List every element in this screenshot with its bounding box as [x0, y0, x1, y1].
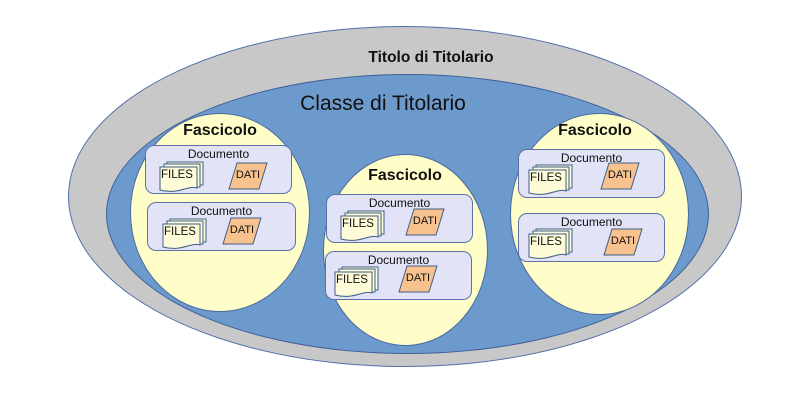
fascicolo-label: Fascicolo — [368, 167, 442, 184]
documento-box: Documento FILES DATI — [145, 145, 292, 194]
files-stack-icon: FILES — [159, 161, 204, 192]
dati-parallelogram-icon: DATI — [228, 162, 268, 190]
dati-label: DATI — [412, 215, 438, 227]
files-label: FILES — [530, 172, 562, 184]
documento-box: Documento FILES DATI — [518, 213, 665, 262]
files-stack-icon: FILES — [528, 164, 573, 195]
files-stack-icon: FILES — [528, 228, 573, 259]
files-label: FILES — [164, 226, 196, 238]
documento-box: Documento FILES DATI — [326, 194, 473, 243]
files-label: FILES — [342, 218, 374, 230]
documento-label: Documento — [368, 196, 431, 210]
dati-label: DATI — [235, 169, 261, 181]
dati-label: DATI — [607, 169, 633, 181]
files-stack-icon: FILES — [334, 266, 379, 297]
documento-box: Documento FILES DATI — [325, 251, 472, 300]
files-label: FILES — [336, 274, 368, 286]
dati-parallelogram-icon: DATI — [398, 265, 438, 293]
documento-label: Documento — [190, 204, 253, 218]
dati-parallelogram-icon: DATI — [600, 162, 640, 190]
dati-parallelogram-icon: DATI — [405, 208, 445, 236]
files-label: FILES — [161, 169, 193, 181]
documento-label: Documento — [367, 253, 430, 267]
documento-box: Documento FILES DATI — [518, 149, 665, 198]
titolo-label: Titolo di Titolario — [368, 49, 494, 66]
documento-box: Documento FILES DATI — [147, 202, 296, 251]
dati-label: DATI — [229, 224, 255, 236]
documento-label: Documento — [560, 215, 623, 229]
files-label: FILES — [530, 236, 562, 248]
fascicolo-ellipse — [323, 154, 488, 346]
dati-parallelogram-icon: DATI — [603, 228, 643, 256]
dati-label: DATI — [405, 272, 431, 284]
dati-label: DATI — [610, 235, 636, 247]
fascicolo-label: Fascicolo — [558, 122, 632, 139]
documento-label: Documento — [187, 147, 250, 161]
files-stack-icon: FILES — [162, 218, 207, 249]
files-stack-icon: FILES — [340, 210, 385, 241]
documento-label: Documento — [560, 151, 623, 165]
fascicolo-label: Fascicolo — [183, 122, 257, 139]
classe-label: Classe di Titolario — [300, 92, 466, 115]
dati-parallelogram-icon: DATI — [222, 217, 262, 245]
